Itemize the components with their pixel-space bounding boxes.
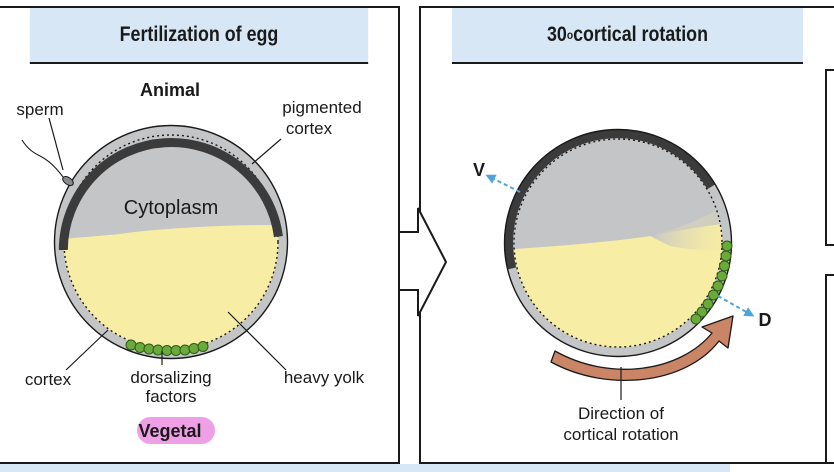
rotation-label-line1: Direction of: [578, 404, 664, 423]
rotation-title-text: cortical rotation: [573, 23, 708, 46]
dorsal-label: D: [759, 310, 772, 330]
dorsalizing-label-line1: dorsalizing: [130, 368, 211, 387]
rotation-title-number: 30: [547, 23, 567, 46]
cortex-label: cortex: [25, 370, 72, 389]
pigmented-cortex-label-line2: cortex: [286, 119, 333, 138]
rotation-title-degree: o: [566, 28, 574, 42]
left-leader-lines: [48, 117, 287, 371]
egg-outline: [53, 124, 289, 360]
egg-fertilization: [21, 124, 289, 360]
fertilization-title-text: Fertilization of egg: [119, 23, 279, 46]
next-panel-edge-bottom: [825, 274, 834, 464]
pigmented-cortex-label-line1: pigmented: [282, 98, 361, 117]
heavy-yolk-label: heavy yolk: [284, 368, 365, 387]
ventral-label: V: [473, 160, 485, 180]
vegetal-pole-label: Vegetal: [138, 421, 201, 441]
egg-rotated: [503, 128, 733, 358]
dorsalizing-factors-right: [690, 240, 733, 325]
rotated-inner-dotted-line: [513, 138, 723, 348]
animal-pole-label: Animal: [140, 80, 200, 100]
pigmented-cortex-arc: [58, 138, 283, 251]
sperm-label: sperm: [16, 100, 63, 119]
rotation-label-line2: cortical rotation: [563, 425, 678, 444]
panel-title-fertilization: Fertilization of egg: [29, 8, 369, 64]
ventral-axis-arrow: [485, 174, 521, 193]
next-panel-edge-top: [825, 69, 834, 246]
cytoplasm-label: Cytoplasm: [124, 197, 218, 219]
transition-arrow-icon: [400, 207, 448, 317]
cytoplasm-fade: [650, 205, 727, 251]
dorsalizing-factors-left: [125, 339, 209, 356]
rotated-pigmented-cortex-arc: [504, 129, 716, 270]
bottom-strip: [0, 464, 730, 472]
dorsal-axis-arrow: [717, 295, 755, 317]
vegetal-badge: [137, 417, 215, 444]
dorsalizing-label-line2: factors: [145, 387, 196, 406]
sperm-icon: [21, 139, 74, 186]
